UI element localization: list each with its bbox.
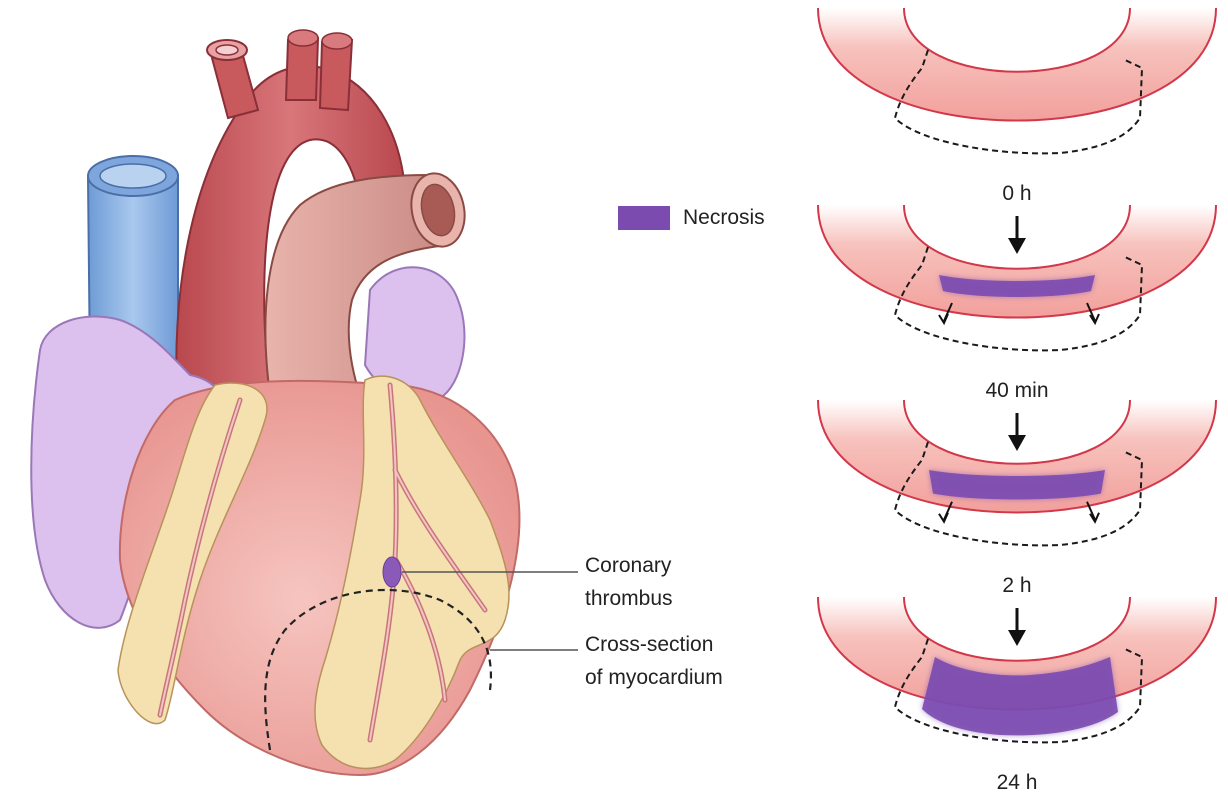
stage-time-label: 40 min xyxy=(985,379,1048,402)
spread-arrow-head xyxy=(939,314,948,323)
cross-section-label: Cross-section of myocardium xyxy=(585,633,723,689)
progression-arrow-head xyxy=(1008,630,1026,646)
necrosis-legend-label: Necrosis xyxy=(683,206,765,229)
progression-arrow-head xyxy=(1008,238,1026,254)
stage-time-label: 0 h xyxy=(1002,182,1031,205)
stage-time-label: 24 h xyxy=(997,771,1038,793)
aortic-branch-2 xyxy=(286,38,318,100)
spread-arrow-head xyxy=(939,513,948,522)
necrosis-legend-swatch xyxy=(618,206,670,230)
aortic-branch-1 xyxy=(212,52,258,118)
infarct-progression: 0 h 40 min 2 h 24 h xyxy=(818,8,1216,793)
progression-arrow-head xyxy=(1008,435,1026,451)
aortic-branch-3 xyxy=(320,40,352,110)
stage-time-label: 2 h xyxy=(1002,574,1031,597)
heart-illustration xyxy=(31,30,578,775)
coronary-thrombus xyxy=(383,557,401,587)
myocardial-wall xyxy=(818,8,1216,121)
thrombus-label: Coronary thrombus xyxy=(585,554,677,610)
